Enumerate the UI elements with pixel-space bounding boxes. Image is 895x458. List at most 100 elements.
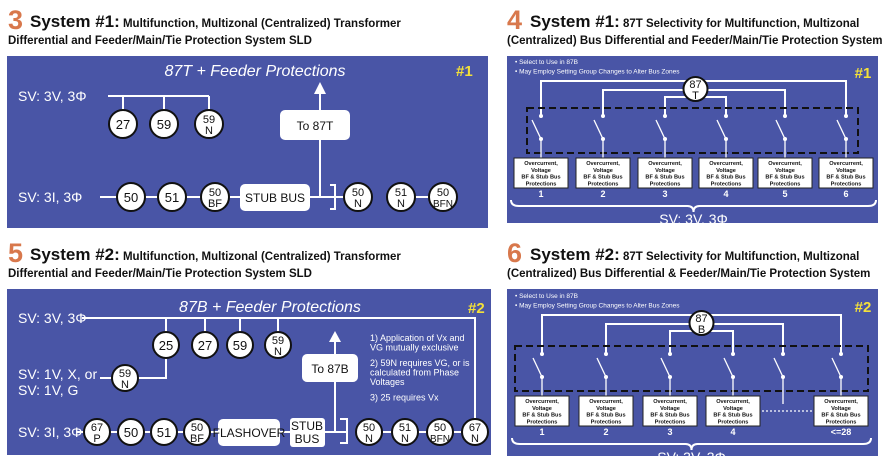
relay-suffix: N <box>121 379 129 391</box>
relay-circle <box>688 310 715 336</box>
heading-4: 4 System #1: 87T Selectivity for Multifu… <box>507 5 883 47</box>
relay-67n: 67N <box>461 418 489 446</box>
relay-circle <box>682 76 709 102</box>
relay-suffix: BFN <box>430 434 450 445</box>
section-number: 3 <box>8 5 23 35</box>
relay-number: 51 <box>157 425 171 440</box>
box-text: Voltage <box>775 168 795 174</box>
panel-3-transformer-sld: 87B + Feeder Protections #2 SV: 3V, 3Φ S… <box>18 299 489 447</box>
heading-6: 6 System #2: 87T Selectivity for Multifu… <box>507 238 870 280</box>
switch-icon <box>532 357 543 378</box>
switch-icon <box>716 119 727 140</box>
relay-number: 59 <box>233 338 247 353</box>
section-number: 4 <box>507 5 522 35</box>
note-line: VG mutually exclusive <box>370 343 459 353</box>
box-text: Overcurrent, <box>829 161 863 167</box>
relay-number: 50 <box>124 190 138 205</box>
feeder-number: 1 <box>539 427 544 437</box>
box-text: Overcurrent, <box>524 161 558 167</box>
bullet-text: • Select to Use in 87B <box>515 293 578 300</box>
sv-current-label: SV: 3I, 3Φ <box>18 424 82 440</box>
svg-text:System #1: Multifunction, Mult: System #1: Multifunction, Multizonal (Ce… <box>30 12 401 31</box>
relay-suffix: B <box>698 324 705 336</box>
relay-25: 25 <box>152 331 180 359</box>
box-text: Voltage <box>831 406 851 412</box>
relay-27: 27 <box>191 331 219 359</box>
box-text: BF & Stub Bus <box>521 175 560 181</box>
box-text: Overcurrent, <box>768 161 802 167</box>
box-text: BF & Stub Bus <box>650 413 689 419</box>
panel-title: 87T + Feeder Protections <box>165 63 346 80</box>
box-text: Protections <box>591 419 622 425</box>
system-tag: #1 <box>456 63 473 80</box>
note-line: 2) 59N requires VG, or is <box>370 358 470 368</box>
box-text: Voltage <box>593 168 613 174</box>
box-text: BF & Stub Bus <box>645 175 684 181</box>
switch-icon <box>836 119 847 140</box>
relay-number: 59 <box>272 335 284 347</box>
box-text: Voltage <box>655 168 675 174</box>
heading-bold: System #2: <box>30 245 120 264</box>
relay-59: 59 <box>226 331 254 359</box>
relay-number: 50 <box>437 187 449 199</box>
bullet-text: • May Employ Setting Group Changes to Al… <box>515 69 680 76</box>
relay-87t: 87T <box>682 76 709 102</box>
feeder-number: 6 <box>843 189 848 199</box>
box-text: BF & Stub Bus <box>765 175 804 181</box>
flashover-box <box>218 419 280 446</box>
system-tag: #1 <box>855 65 872 82</box>
box-text: Voltage <box>532 406 552 412</box>
heading-line2: (Centralized) Bus Differential and Feede… <box>507 35 883 47</box>
heading-rest: 87T Selectivity for Multifunction, Multi… <box>620 18 860 30</box>
panel-4-bus-selectivity: • Select to Use in 87B• May Employ Setti… <box>511 293 872 458</box>
relay-number: 51 <box>399 422 411 434</box>
switch-icon <box>531 119 542 140</box>
current-bus-line <box>76 340 461 433</box>
relay-number: 59 <box>203 114 215 126</box>
relay-circle <box>226 331 254 359</box>
switch-icon <box>831 357 842 378</box>
box-text: Voltage <box>836 168 856 174</box>
feeder-number: 2 <box>600 189 605 199</box>
relay-circle <box>194 109 224 139</box>
box-text: Protections <box>650 181 681 187</box>
box-text: BF & Stub Bus <box>522 413 561 419</box>
relay-number: 27 <box>198 338 212 353</box>
box-text: Overcurrent, <box>709 161 743 167</box>
box-text: BF & Stub Bus <box>706 175 745 181</box>
box-text: Overcurrent, <box>525 399 559 405</box>
relay-circle <box>386 182 416 212</box>
box-text: Overcurrent, <box>589 399 623 405</box>
switch-icon <box>773 357 784 378</box>
relay-50n: 50N <box>343 182 373 212</box>
box-text: Voltage <box>723 406 743 412</box>
relay-51: 51 <box>157 182 187 212</box>
relay-suffix: N <box>397 198 405 210</box>
box-text: Voltage <box>596 406 616 412</box>
relay-circle <box>83 418 111 446</box>
heading-line2: Differential and Feeder/Main/Tie Protect… <box>8 268 312 280</box>
feeder-number: 4 <box>730 427 735 437</box>
relay-number: 67 <box>469 422 481 434</box>
relay-number: 59 <box>119 368 131 380</box>
relay-number: 67 <box>91 422 103 434</box>
relay-suffix: BF <box>190 433 204 445</box>
relay-circle <box>200 182 230 212</box>
stub-bus-label: STUB <box>291 419 323 433</box>
relay-number: 25 <box>159 338 173 353</box>
relay-87b: 87B <box>688 310 715 336</box>
arrow-up-icon <box>329 331 341 342</box>
relay-suffix: BF <box>208 198 222 210</box>
heading-rest: 87T Selectivity for Multifunction, Multi… <box>620 251 860 263</box>
relay-59n: 59N <box>111 364 139 392</box>
relay-number: 51 <box>165 190 179 205</box>
switch-icon <box>596 357 607 378</box>
